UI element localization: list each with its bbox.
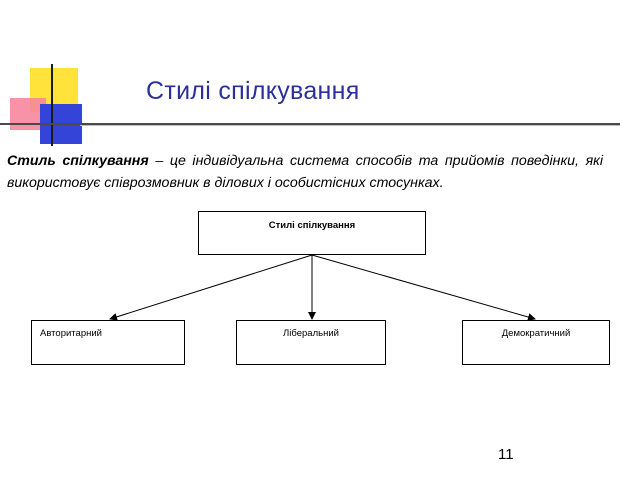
- diagram-box-authoritarian: Авторитарний: [31, 320, 185, 365]
- arrow-to-democratic: [312, 255, 535, 319]
- page-number: 11: [498, 446, 514, 463]
- diagram-box-liberal: Ліберальний: [236, 320, 386, 365]
- diagram-root-box: Стилі спілкування: [198, 211, 426, 255]
- diagram-box-democratic: Демократичний: [462, 320, 610, 365]
- arrow-to-authoritarian: [110, 255, 312, 319]
